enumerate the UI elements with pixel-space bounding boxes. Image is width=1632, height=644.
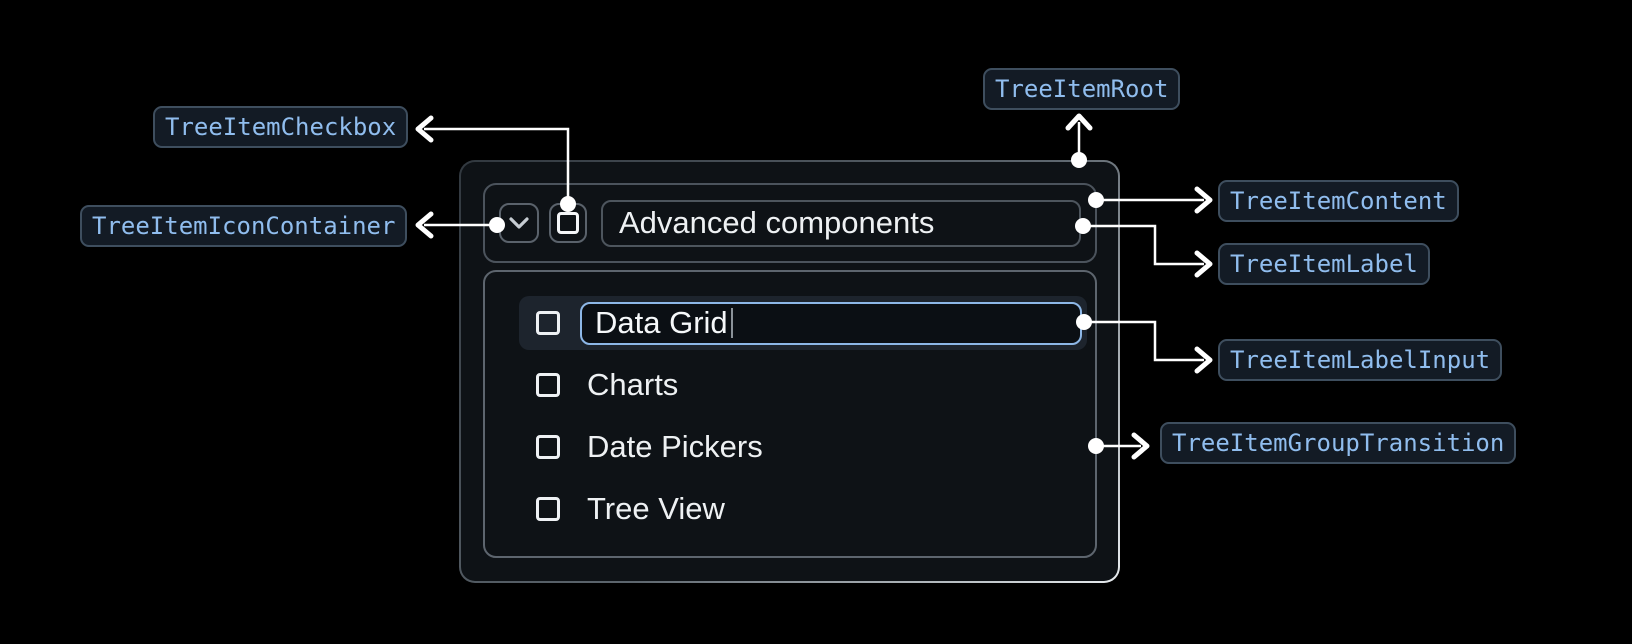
- tree-item-content[interactable]: Advanced components: [483, 183, 1097, 263]
- tree-item-label: Advanced components: [601, 199, 1081, 247]
- tree-row-charts[interactable]: Charts: [519, 358, 1087, 412]
- tree-item-root: Advanced components Data Grid Charts Dat…: [459, 160, 1120, 583]
- checkbox-unchecked-icon[interactable]: [536, 311, 560, 335]
- badge-tree-item-group-transition: TreeItemGroupTransition: [1160, 422, 1517, 464]
- tree-item-icon-container[interactable]: [499, 203, 539, 243]
- tree-row-date-pickers[interactable]: Date Pickers: [519, 420, 1087, 474]
- badge-tree-item-checkbox: TreeItemCheckbox: [153, 106, 409, 148]
- badge-tree-item-label-input: TreeItemLabelInput: [1218, 339, 1503, 381]
- tree-item-label: Tree View: [587, 491, 725, 526]
- tree-item-label: Date Pickers: [587, 429, 763, 464]
- badge-tree-item-content: TreeItemContent: [1218, 180, 1459, 222]
- tree-row-tree-view[interactable]: Tree View: [519, 482, 1087, 536]
- tree-item-label-input[interactable]: Data Grid: [580, 301, 1082, 345]
- badge-tree-item-icon-container: TreeItemIconContainer: [80, 205, 408, 247]
- label-input-text: Data Grid: [595, 305, 728, 340]
- text-caret: [730, 308, 733, 338]
- parent-label-text: Advanced components: [619, 205, 935, 240]
- tree-item-group-transition: Data Grid Charts Date Pickers Tree View: [483, 270, 1097, 558]
- checkbox-unchecked-icon[interactable]: [536, 497, 560, 521]
- tree-item-label: Charts: [587, 367, 679, 402]
- tree-item-checkbox[interactable]: [549, 203, 587, 243]
- badge-tree-item-label: TreeItemLabel: [1218, 243, 1430, 285]
- checkbox-unchecked-icon[interactable]: [536, 373, 560, 397]
- checkbox-unchecked-icon: [557, 212, 579, 234]
- chevron-down-icon: [509, 217, 529, 229]
- checkbox-unchecked-icon[interactable]: [536, 435, 560, 459]
- tree-row-data-grid[interactable]: Data Grid: [519, 296, 1087, 350]
- badge-tree-item-root: TreeItemRoot: [983, 68, 1181, 110]
